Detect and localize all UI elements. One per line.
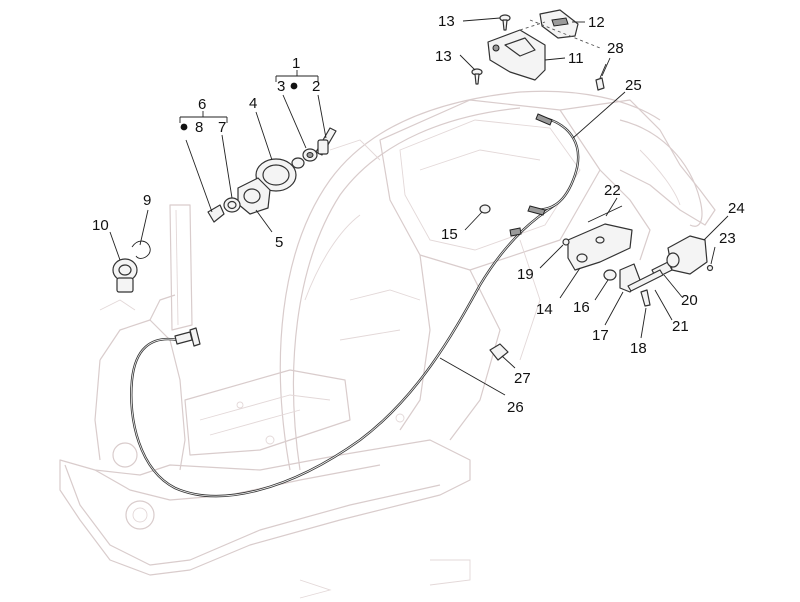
callout-10: 10 (92, 217, 109, 234)
part-27-clip (489, 343, 509, 361)
callout-19: 19 (517, 266, 534, 283)
part-7-washer (223, 197, 241, 213)
callout-8: 8 (195, 119, 203, 136)
callout-6: 6 (198, 96, 206, 113)
part-9-spring (131, 240, 151, 259)
part-12-hinge (539, 9, 579, 39)
callout-26: 26 (507, 399, 524, 416)
callout-21: 21 (672, 318, 689, 335)
callout-18: 18 (630, 340, 647, 357)
callout-22: 22 (604, 182, 621, 199)
callout-16: 16 (573, 299, 590, 316)
callout-17: 17 (592, 327, 609, 344)
callout-28: 28 (607, 40, 624, 57)
callout-9: 9 (143, 192, 151, 209)
callout-1: 1 (292, 55, 300, 72)
leader-lines (109, 17, 729, 396)
callout-labels: 1 2 3 4 5 6 7 8 9 10 11 12 13 13 14 15 1… (92, 13, 745, 416)
release-cable-26 (130, 203, 557, 498)
part-15-nut (479, 204, 491, 214)
part-10-lock-assembly (112, 258, 138, 293)
part-8-clip (207, 204, 225, 223)
part-23-screw (706, 264, 714, 272)
callout-12: 12 (588, 14, 605, 31)
callout-3: 3 (277, 78, 285, 95)
part-11-hook-bracket (487, 29, 546, 81)
part-22-screw (587, 205, 623, 223)
callout-13-lower: 13 (435, 48, 452, 65)
kit-marker-dot-8 (180, 123, 188, 131)
part-21-bolt (627, 269, 664, 292)
scooter-frame (59, 90, 716, 599)
callout-27: 27 (514, 370, 531, 387)
part-3-lock-cylinder (302, 148, 318, 162)
callout-14: 14 (536, 301, 553, 318)
part-14-latch-bracket (567, 223, 633, 271)
part-28-bolt (595, 63, 607, 91)
callout-4: 4 (249, 95, 257, 112)
callout-5: 5 (275, 234, 283, 251)
callout-7: 7 (218, 119, 226, 136)
part-24-actuator (666, 235, 708, 275)
release-cable-25 (509, 113, 580, 237)
part-19-nut (562, 238, 570, 246)
part-13-screw-b (471, 68, 483, 85)
callout-23: 23 (719, 230, 736, 247)
callout-15: 15 (441, 226, 458, 243)
part-2-key (315, 127, 337, 156)
cable-end-fitting (174, 327, 201, 347)
part-13-screw-a (499, 14, 511, 31)
kit-marker-dot-3 (290, 82, 298, 90)
part-18-pin (640, 289, 651, 307)
callout-25: 25 (625, 77, 642, 94)
callout-11: 11 (568, 50, 584, 67)
callout-20: 20 (681, 292, 698, 309)
part-4-lock-ring (255, 157, 305, 192)
callout-2: 2 (312, 78, 320, 95)
callout-24: 24 (728, 200, 745, 217)
part-16-clip (603, 269, 617, 281)
callout-13-top: 13 (438, 13, 455, 30)
